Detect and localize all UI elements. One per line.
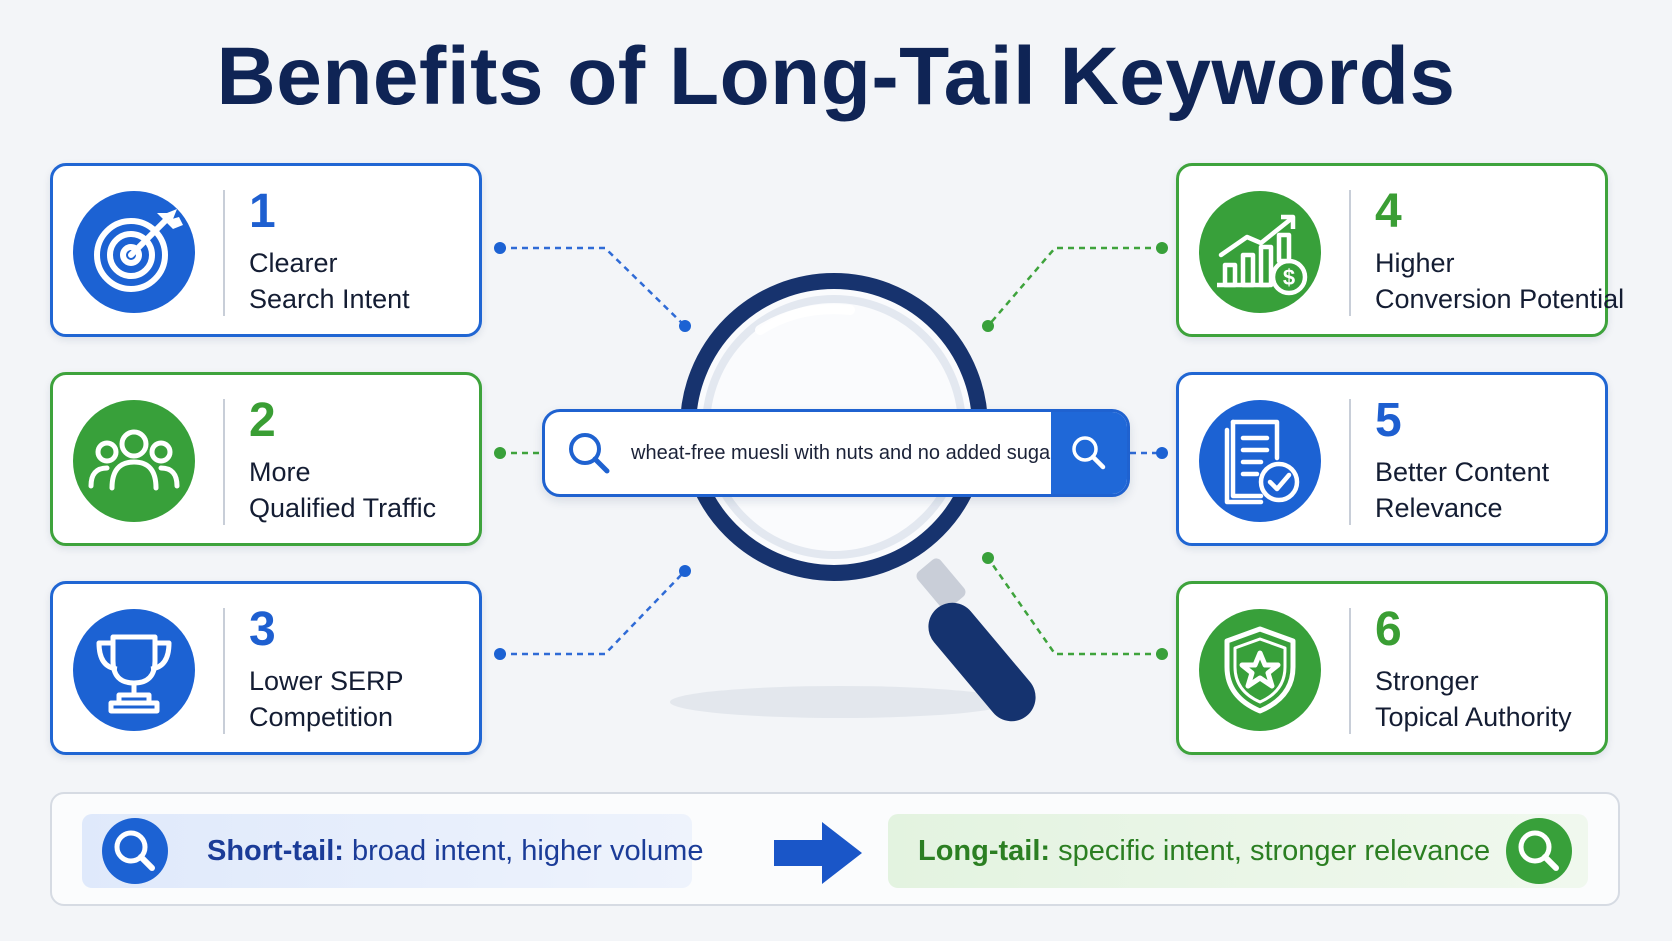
shield-star-icon [1199,609,1321,731]
search-icon [569,433,610,474]
benefit-label: Search Intent [249,284,410,314]
short-tail-label: Short-tail: [207,835,344,867]
search-button[interactable] [1051,412,1127,494]
benefit-number: 4 [1375,185,1402,238]
search-icon [102,818,168,884]
benefit-label: Competition [249,702,394,732]
benefit-number: 3 [249,603,276,656]
target-arrow-icon [73,191,195,313]
document-check-icon [1199,400,1321,522]
benefit-card-3: 3 Lower SERP Competition [50,581,482,755]
benefit-label: More [249,457,311,487]
benefit-number: 5 [1375,394,1402,447]
page-title: Benefits of Long-Tail Keywords [216,31,1456,122]
svg-text:$: $ [1283,265,1295,290]
long-tail-text: Long-tail: specific intent, stronger rel… [918,814,1490,888]
benefit-card-6: 6 Stronger Topical Authority [1176,581,1608,755]
card-divider [1349,608,1351,734]
benefit-number: 1 [249,185,276,238]
card-divider [1349,399,1351,525]
benefit-label: Qualified Traffic [249,493,437,523]
long-tail-pill: Long-tail: specific intent, stronger rel… [888,814,1588,888]
users-group-icon [73,400,195,522]
benefit-card-4: $ 4 Higher Conversion Potential [1176,163,1624,337]
card-divider [1349,190,1351,316]
search-icon [1506,818,1572,884]
trophy-icon [73,609,195,731]
benefit-card-1: 1 Clearer Search Intent [50,163,482,337]
long-tail-label: Long-tail: [918,835,1051,867]
long-tail-desc: specific intent, stronger relevance [1058,835,1491,867]
short-tail-pill: Short-tail: broad intent, higher volume [82,814,703,888]
benefit-label: Conversion Potential [1375,284,1625,314]
benefit-label: Relevance [1375,493,1503,523]
comparison-panel: Short-tail: broad intent, higher volume … [50,792,1620,906]
benefit-label: Higher [1375,248,1455,278]
arrow-right-icon [774,822,862,884]
card-divider [223,608,225,734]
card-divider [223,190,225,316]
search-query[interactable]: wheat-free muesli with nuts and no added… [631,442,1057,464]
short-tail-desc: broad intent, higher volume [352,835,704,867]
benefit-card-5: 5 Better Content Relevance [1176,372,1608,546]
search-bar[interactable]: wheat-free muesli with nuts and no added… [542,409,1130,497]
growth-chart-dollar-icon: $ [1199,191,1321,313]
benefit-label: Lower SERP [249,666,404,696]
benefit-label: Clearer [249,248,338,278]
short-tail-text: Short-tail: broad intent, higher volume [207,814,703,888]
benefit-number: 6 [1375,603,1402,656]
search-icon [1072,436,1106,470]
benefit-label: Topical Authority [1375,702,1572,732]
benefit-label: Stronger [1375,666,1479,696]
benefit-card-2: 2 More Qualified Traffic [50,372,482,546]
benefit-label: Better Content [1375,457,1550,487]
card-divider [223,399,225,525]
benefit-number: 2 [249,394,276,447]
